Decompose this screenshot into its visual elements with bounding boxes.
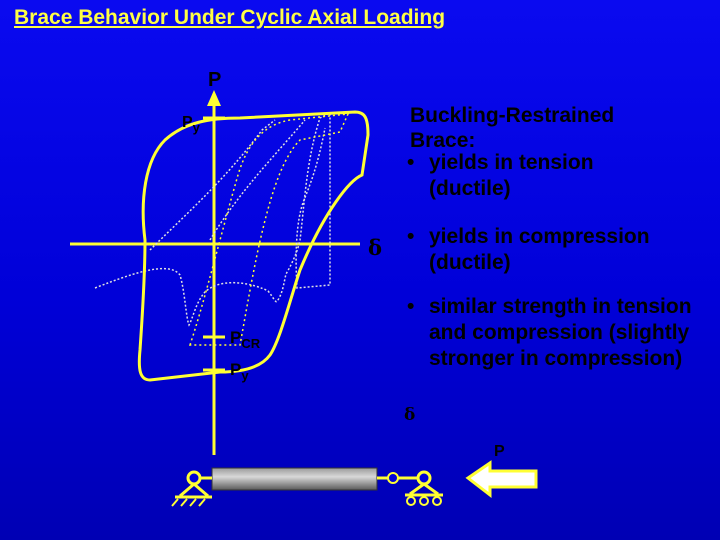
bullet-strength: • similar strength in tension and compre… <box>407 294 707 372</box>
brace-member <box>211 467 378 491</box>
brace-delta-label: δ <box>404 405 416 425</box>
pcr-main: P <box>230 328 242 347</box>
load-p-label: P <box>494 443 505 460</box>
py-bottom-main: P <box>230 360 242 379</box>
bullet-tension: • yields in tension (ductile) <box>407 150 647 202</box>
bullet-compression: • yields in compression (ductile) <box>407 224 697 276</box>
bullet-text: yields in compression (ductile) <box>429 225 650 274</box>
brb-hysteresis-loop <box>137 110 370 382</box>
p-axis-arrow <box>207 90 221 106</box>
conventional-brace-curve <box>94 111 331 327</box>
p-axis-label: P <box>208 69 222 91</box>
py-top-label: Py <box>182 110 200 135</box>
bullet-dot: • <box>407 295 415 318</box>
py-bottom-label: Py <box>230 358 249 383</box>
brb-inner-loop <box>188 113 350 346</box>
brace-type-heading: Buckling-Restrained Brace: <box>410 104 615 152</box>
py-top-sub: y <box>192 120 200 135</box>
pcr-sub: CR <box>241 336 261 351</box>
py-bottom-sub: y <box>241 368 249 383</box>
pcr-label: PCR <box>230 326 261 351</box>
load-arrow <box>465 460 538 499</box>
page-title: Brace Behavior Under Cyclic Axial Loadin… <box>14 6 446 29</box>
py-top-main: P <box>182 114 193 131</box>
bullet-text: similar strength in tension and compress… <box>429 295 692 370</box>
delta-axis-label: δ <box>368 235 383 260</box>
left-pin-support <box>171 470 212 507</box>
right-roller-support <box>377 470 443 506</box>
bullet-dot: • <box>407 225 415 248</box>
bullet-text: yields in tension (ductile) <box>429 151 594 200</box>
bullet-dot: • <box>407 151 415 174</box>
